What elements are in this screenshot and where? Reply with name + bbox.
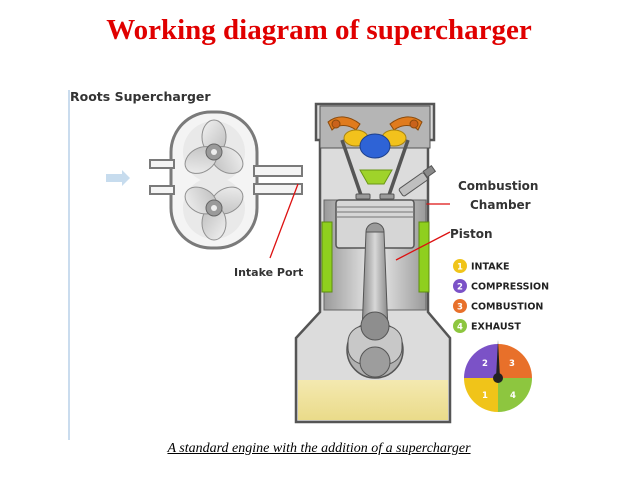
crankshaft <box>346 311 404 379</box>
combustion-chamber <box>359 169 393 185</box>
coolant-right <box>418 221 430 293</box>
dial-q2 <box>464 344 498 378</box>
stroke-legend: 1 INTAKE 2 COMPRESSION 3 COMBUSTION 4 EXHAUST <box>453 259 549 333</box>
dial-q3 <box>498 344 532 378</box>
valve-rockers <box>327 116 423 131</box>
dial-label-3: 3 <box>509 359 515 369</box>
legend-number-1: 1 <box>457 263 463 273</box>
valves <box>340 139 410 199</box>
dial-label-2: 2 <box>482 359 488 369</box>
oil-sump <box>298 380 448 420</box>
legend-label-1: INTAKE <box>471 262 509 273</box>
legend-number-3: 3 <box>457 303 463 313</box>
dial-needle <box>496 340 500 378</box>
intake-port-label: Intake Port <box>234 266 303 279</box>
spark-plug <box>398 164 437 197</box>
legend-badge-4 <box>453 319 467 333</box>
legend-number-2: 2 <box>457 283 463 293</box>
dial-q1 <box>464 378 498 412</box>
slide-title: Working diagram of supercharger <box>106 14 532 46</box>
spark-plug-cap <box>359 133 391 159</box>
air-inlet-arrow <box>106 170 130 186</box>
legend-label-2: COMPRESSION <box>471 282 549 293</box>
lower-rotor <box>183 177 245 241</box>
legend-badge-1 <box>453 259 467 273</box>
dial-label-1: 1 <box>482 391 488 401</box>
coolant-left <box>321 221 333 293</box>
legend-number-4: 4 <box>457 323 463 333</box>
legend-badge-3 <box>453 299 467 313</box>
dial-hub <box>493 373 503 383</box>
dial-label-4: 4 <box>510 391 516 401</box>
roots-supercharger-label: Roots Supercharger <box>70 89 211 104</box>
stroke-dial: 2 3 1 4 <box>464 340 532 412</box>
legend-label-3: COMBUSTION <box>471 302 543 313</box>
piston-pointer <box>395 231 451 261</box>
combustion-label-1: Combustion <box>458 179 538 193</box>
combustion-label-2: Chamber <box>470 198 531 212</box>
legend-badge-2 <box>453 279 467 293</box>
upper-rotor <box>183 119 245 183</box>
dial-q4 <box>498 378 532 412</box>
intake-port-pointer <box>269 183 299 259</box>
caption: A standard engine with the addition of a… <box>167 441 471 456</box>
supercharger-diagram: Roots Supercharger Intake <box>68 89 549 440</box>
legend-label-4: EXHAUST <box>471 322 521 333</box>
piston-label: Piston <box>450 227 493 241</box>
